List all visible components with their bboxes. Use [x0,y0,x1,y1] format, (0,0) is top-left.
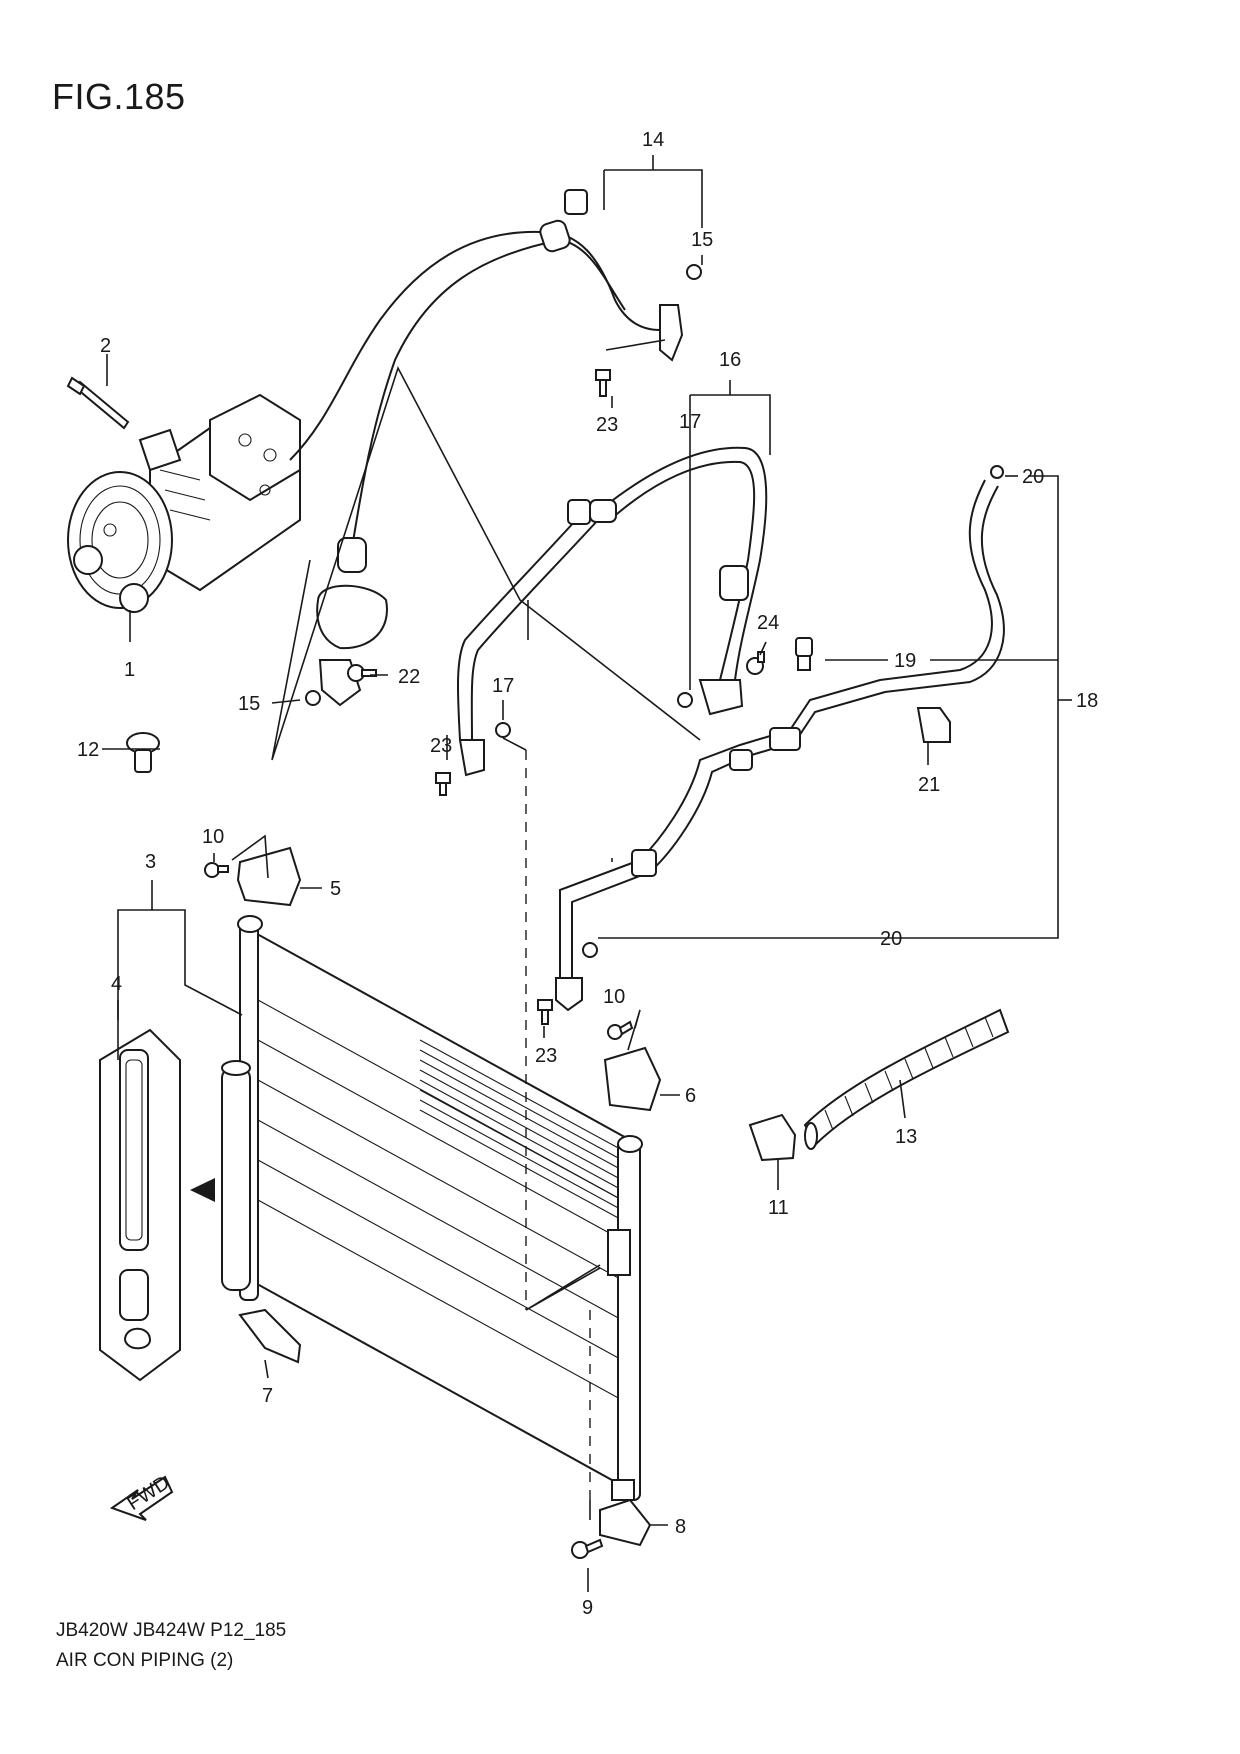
tube-cover-13 [803,1008,1010,1150]
o-ring-15-top [686,264,702,280]
callout-15-top: 15 [691,229,713,251]
bracket-8 [599,1498,652,1547]
model-code: JB420W JB424W P12_185 [56,1620,287,1641]
bracket-7 [238,1308,302,1364]
callout-15-left: 15 [238,693,260,715]
callout-10-upper: 10 [202,826,224,848]
callout-21: 21 [918,774,940,796]
bolt-10-lower [607,1020,634,1040]
clamp-11 [748,1113,797,1162]
callout-8: 8 [675,1516,686,1538]
callout-5: 5 [330,878,341,900]
callout-10-lower: 10 [603,986,625,1008]
receiver-dryer-kit [99,1028,181,1382]
callout-23-lower: 23 [535,1045,557,1067]
callout-19: 19 [894,650,916,672]
callout-3: 3 [145,851,156,873]
callout-17-lower: 17 [492,675,514,697]
callout-13: 13 [895,1126,917,1148]
callout-24: 24 [757,612,779,634]
callout-12: 12 [77,739,99,761]
o-ring-17-right [677,692,693,708]
callout-17-upper: 17 [679,411,701,433]
pressure-switch-19 [795,637,813,671]
bolt-23-middle [435,772,451,796]
o-ring-20-bottom [582,942,598,958]
bolt-9 [571,1538,604,1559]
bolt-2 [66,376,130,430]
figure-title: FIG.185 [52,76,186,117]
callout-4: 4 [111,973,122,995]
leader-lines [102,155,1072,1592]
callout-23-middle: 23 [430,735,452,757]
compressor [67,393,301,613]
suction-hose [456,446,768,777]
grommet-12 [126,732,160,773]
callout-14: 14 [642,129,664,151]
clamp-21 [916,707,951,743]
bracket-5 [236,846,302,907]
callout-11: 11 [768,1197,789,1219]
bolt-23-upper [595,369,611,397]
callout-20-bottom: 20 [880,928,902,950]
o-ring-20-top [990,465,1004,479]
bolt-23-lower [537,999,553,1025]
callout-7: 7 [262,1385,273,1407]
bracket-6 [603,1046,662,1112]
discharge-hose [289,189,684,707]
fwd-arrow-icon: FWD [109,1472,174,1521]
bolt-24 [746,651,765,675]
callout-18: 18 [1076,690,1098,712]
callout-20-top: 20 [1022,466,1044,488]
callout-22: 22 [398,666,420,688]
o-ring-17-left [495,722,511,738]
liquid-pipe [555,479,1005,1012]
arrow-pointer [190,1178,215,1202]
callout-6: 6 [685,1085,696,1107]
callout-23-upper: 23 [596,414,618,436]
callout-9: 9 [582,1597,593,1619]
section-name: AIR CON PIPING (2) [56,1650,234,1671]
callout-2: 2 [100,335,111,357]
callout-16: 16 [719,349,741,371]
condenser [221,915,643,1501]
bolt-10-upper [204,862,229,878]
bolt-22 [347,664,377,682]
o-ring-15-left [305,690,321,706]
callout-1: 1 [124,659,135,681]
